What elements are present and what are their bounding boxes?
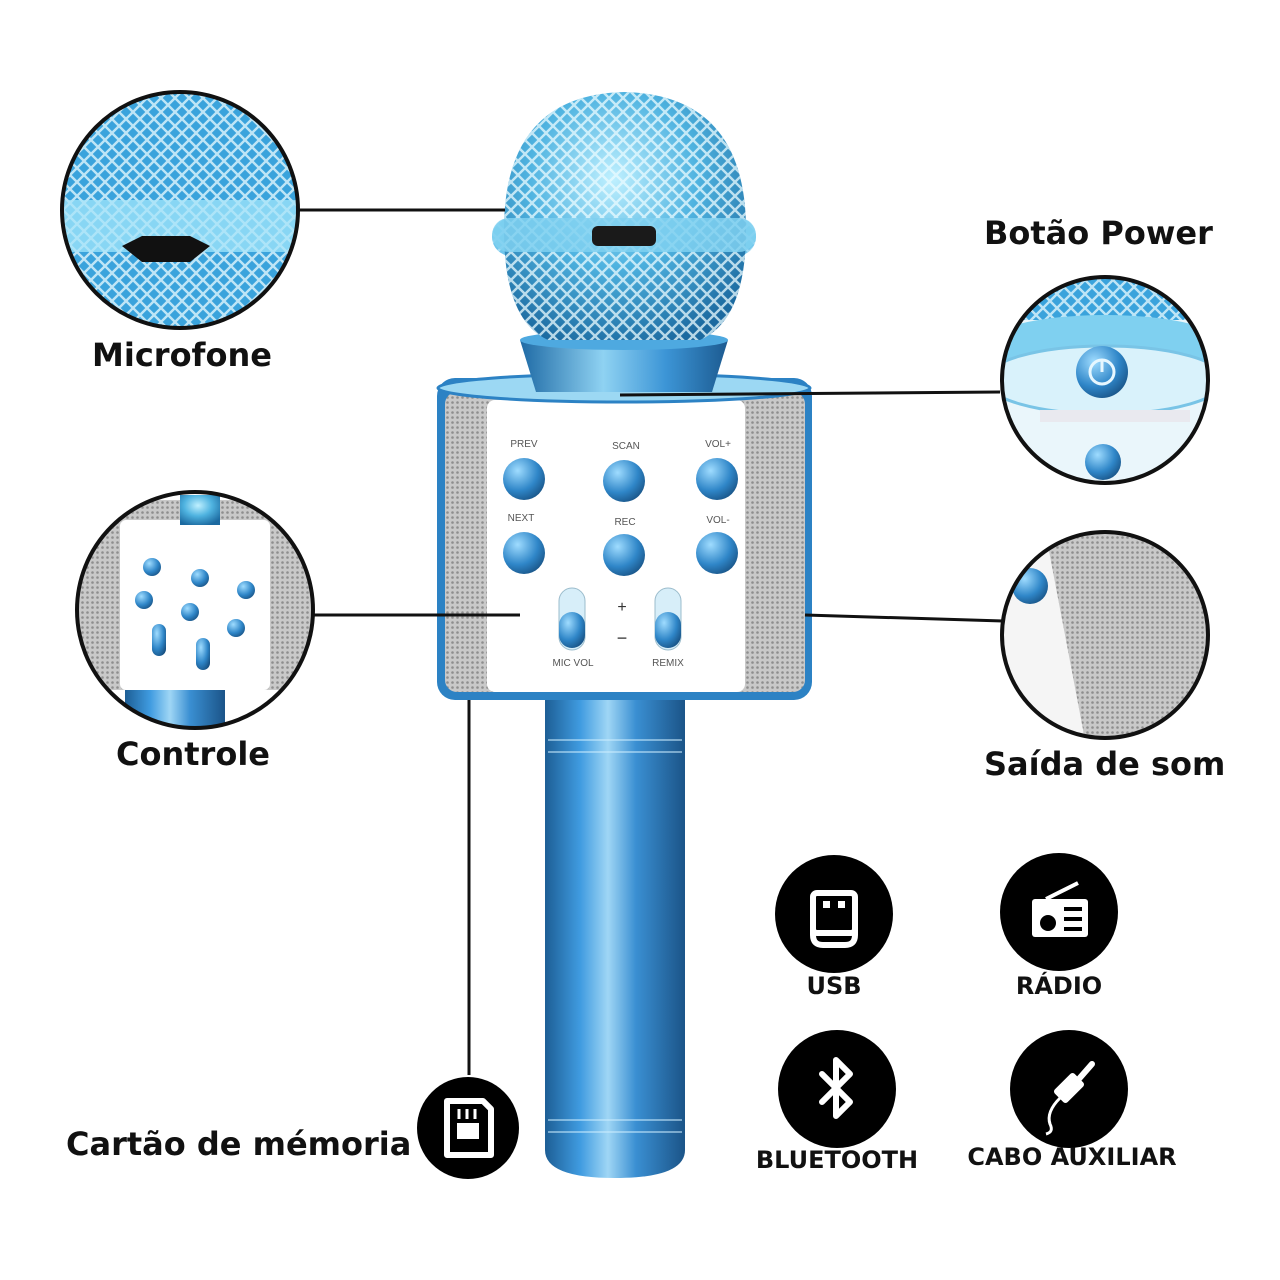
label-next: NEXT [508,513,535,524]
callout-controle: Controle [116,735,270,773]
label-vol-minus: VOL- [706,515,729,526]
feature-cabo-auxiliar-label: CABO AUXILIAR [967,1143,1177,1171]
label-plus: + [617,599,626,616]
sd-card-icon [417,1077,519,1179]
callout-microfone: Microfone [92,336,272,374]
label-mic-vol: MIC VOL [552,658,594,669]
label-vol-plus: VOL+ [705,439,731,450]
callout-saida-de-som: Saída de som [984,745,1226,783]
feature-usb-label: USB [806,972,862,1000]
callout-cartao-memoria: Cartão de mémoria [66,1125,412,1163]
callout-botao-power: Botão Power [984,214,1213,252]
label-rec: REC [614,517,635,528]
aux-cable-icon [1010,1030,1128,1148]
bluetooth-icon [778,1030,896,1148]
radio-icon [1000,853,1118,971]
label-minus: − [617,628,628,648]
feature-radio-label: RÁDIO [1015,972,1103,1000]
label-prev: PREV [510,439,538,450]
usb-icon [775,855,893,973]
feature-bluetooth-label: BLUETOOTH [755,1146,919,1174]
label-remix: REMIX [652,658,684,669]
zoom-mic-head [62,92,298,328]
label-scan: SCAN [612,441,640,452]
